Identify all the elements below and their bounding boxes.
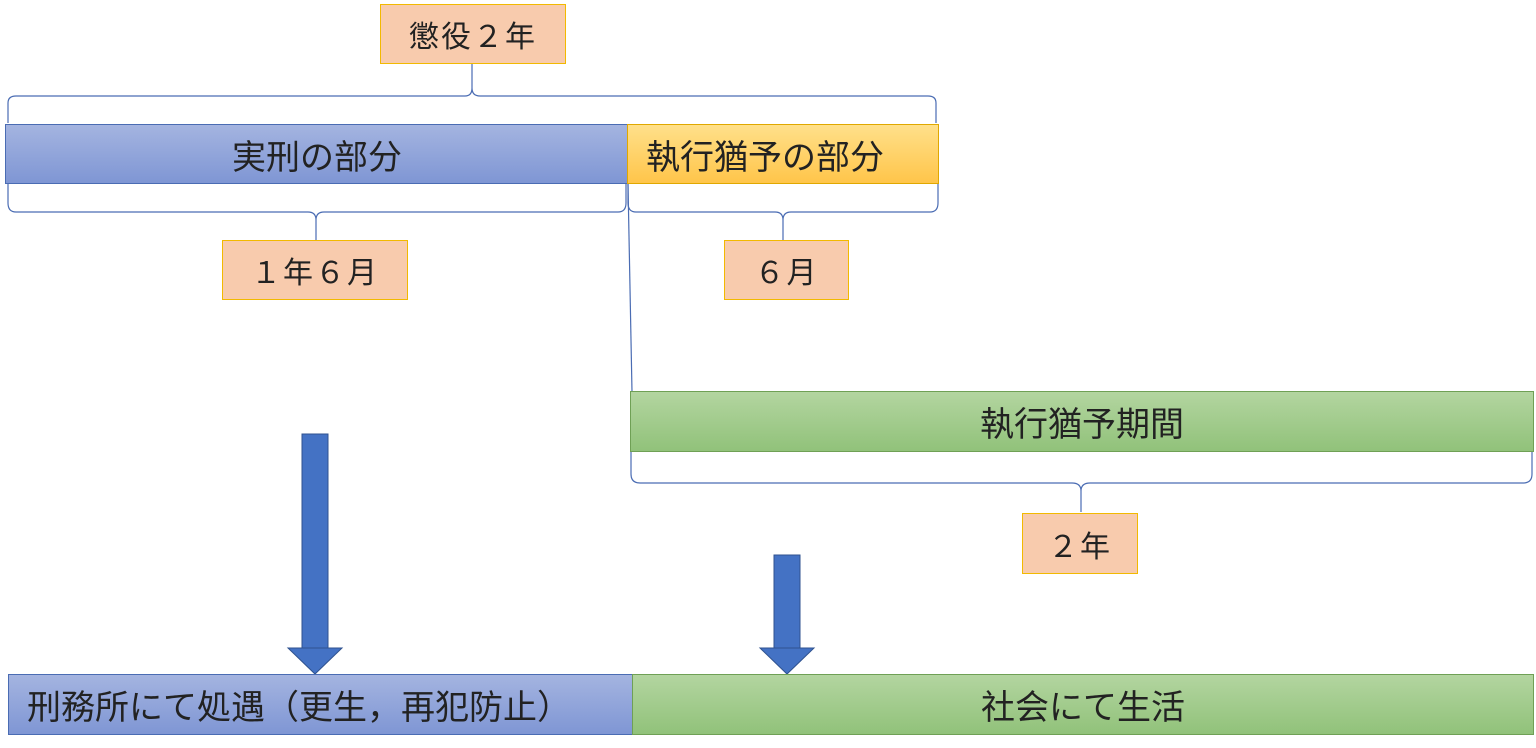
suspended-part-duration: ６月 (724, 240, 849, 300)
society-outcome-bar: 社会にて生活 (632, 674, 1534, 735)
top-brace (7, 64, 937, 123)
arrow-down-icon-society (758, 554, 816, 675)
actual-part-bar: 実刑の部分 (5, 124, 629, 184)
probation-brace (630, 452, 1533, 512)
probation-period-bar: 執行猶予期間 (630, 391, 1534, 452)
suspended-part-brace (627, 184, 939, 240)
prison-outcome-bar: 刑務所にて処遇（更生，再犯防止） (8, 674, 634, 735)
probation-period-duration: ２年 (1022, 513, 1138, 574)
suspended-part-bar: 執行猶予の部分 (627, 124, 939, 184)
sentence-label: 懲役２年 (380, 4, 566, 64)
actual-part-duration: １年６月 (222, 240, 408, 300)
arrow-down-icon-prison (286, 433, 344, 675)
actual-part-brace (7, 184, 627, 240)
connector-line (627, 183, 633, 393)
